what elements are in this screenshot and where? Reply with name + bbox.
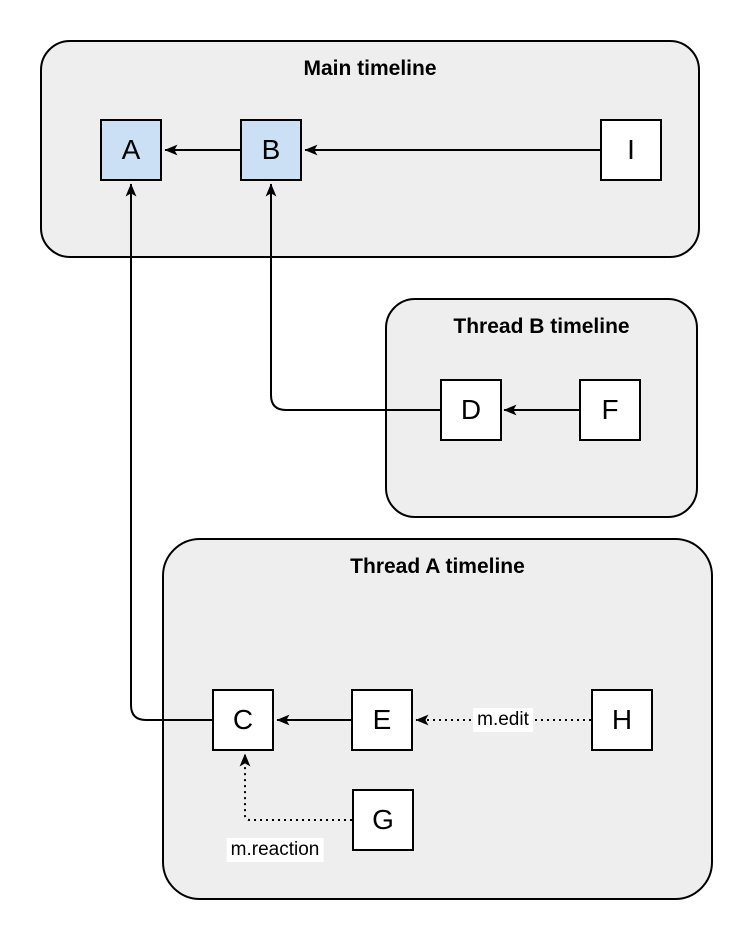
node-i: I [600,119,662,181]
node-g-label: G [372,804,394,835]
group-thread-b-timeline: Thread B timeline [385,298,698,518]
node-e: E [351,689,413,751]
edge-d-to-b [265,183,440,411]
edge-g-to-c [239,753,352,821]
thread-a-timeline-title: Thread A timeline [350,555,525,578]
node-h: H [591,689,653,751]
node-c-label: C [232,704,254,735]
node-f-label: F [601,394,619,425]
node-f: F [579,379,641,441]
node-c: C [212,689,274,751]
node-a-label: A [121,134,141,165]
node-h-label: H [611,704,633,735]
edge-c-to-a [125,183,212,721]
node-b: B [240,119,302,181]
node-i-label: I [627,134,635,165]
thread-b-timeline-title: Thread B timeline [453,315,630,338]
node-b-label: B [261,134,281,165]
node-g: G [352,789,414,851]
edge-label-m-edit: m.edit [473,708,533,732]
node-d-label: D [460,394,482,425]
edge-label-m-reaction: m.reaction [226,838,324,862]
node-d: D [440,379,502,441]
main-timeline-title: Main timeline [303,57,437,80]
node-e-label: E [372,704,392,735]
node-a: A [100,119,162,181]
